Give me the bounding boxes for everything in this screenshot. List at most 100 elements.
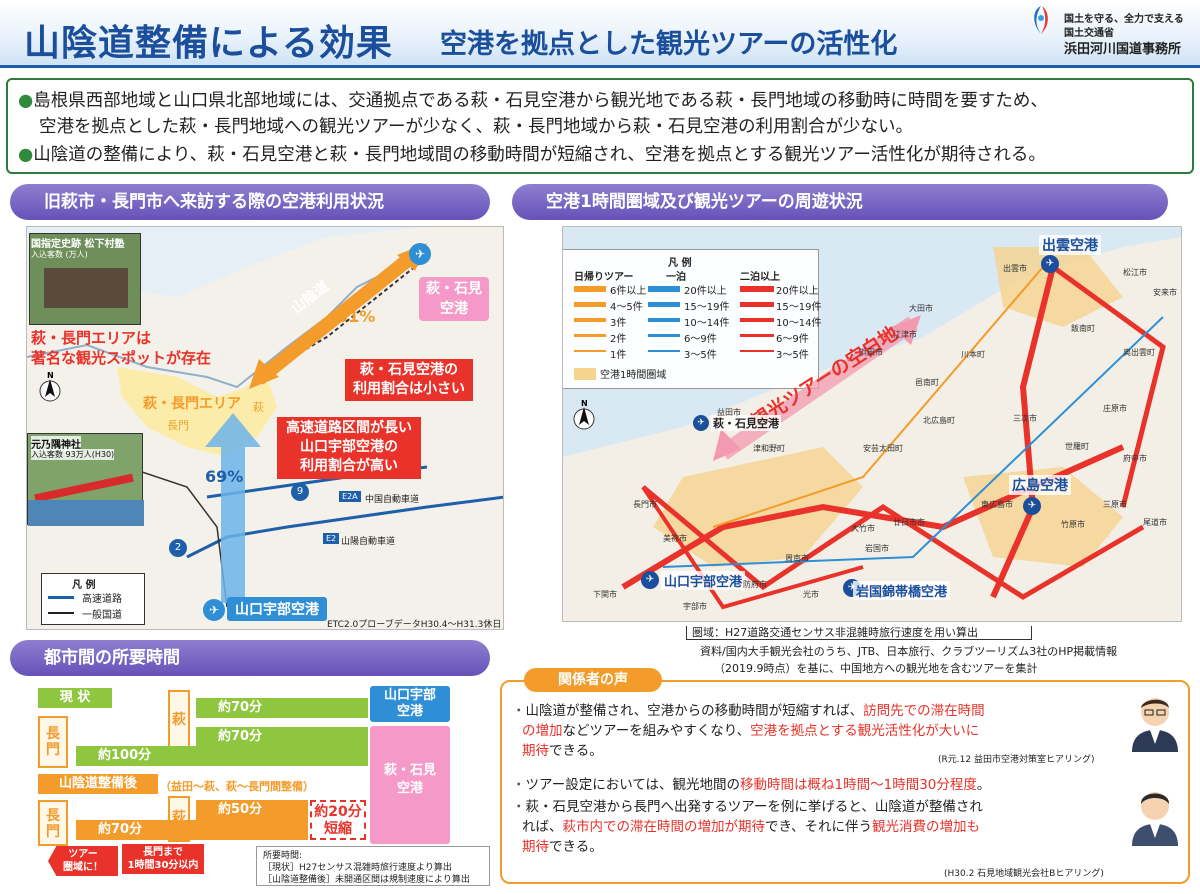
- voices-box: [500, 680, 1190, 884]
- town-label: 大田市: [909, 304, 933, 313]
- page-header: [0, 0, 1200, 68]
- north-arrow-icon: N: [39, 371, 61, 405]
- iwami-box-line1: 萩・石見: [383, 763, 436, 778]
- callout-iwami: 萩・石見空港の 利用割合は小さい: [345, 359, 473, 401]
- org-slogan: 国土を守る、全力で支える: [1064, 14, 1184, 25]
- v1-l2b: などツアーを組みやすくなり、: [562, 723, 751, 739]
- current-bar-70-b: 約70分: [196, 727, 368, 747]
- bullet-dot-icon: ●: [18, 91, 34, 111]
- legend-one-2: 15～19件: [684, 302, 730, 313]
- current-label: 現 状: [38, 688, 112, 708]
- v1-l2a: の増加: [522, 723, 563, 739]
- legend-col-day: 日帰りツアー: [574, 272, 634, 283]
- right-map-legend: 凡 例 日帰りツアー 一泊 二泊以上 6件以上 4～5件 3件 2件 1件 20…: [563, 249, 821, 389]
- current-nagato-text: 長門: [46, 726, 60, 758]
- pct-69: 69%: [205, 467, 244, 486]
- v3-l2a: れば、: [522, 819, 563, 835]
- voice1-source: (R元.12 益田市空港対策室ヒアリング): [938, 755, 1095, 765]
- page-title: 山陰道整備による効果: [24, 23, 393, 64]
- legend-day-swatch-3: [574, 318, 606, 322]
- town-label: 邑南町: [915, 378, 939, 387]
- legend-day-4: 2件: [610, 334, 627, 345]
- route-2-badge: 2: [169, 539, 187, 557]
- time-note-title: 所要時間:: [263, 851, 303, 861]
- callout-iwami-line1: 萩・石見空港の: [360, 362, 458, 378]
- building-shape: [44, 268, 128, 308]
- iwami-airport-line2: 空港: [440, 301, 468, 317]
- v3-l2c: でき、それに伴う: [765, 819, 873, 835]
- current-bar-100: 約100分: [76, 746, 368, 766]
- right-map-heading: 空港1時間圏域及び観光ツアーの周遊状況: [512, 184, 1168, 220]
- iwami-box-line2: 空港: [396, 781, 423, 796]
- legend-one-swatch-3: [648, 318, 680, 322]
- current-nagato-box: 長門: [38, 716, 68, 768]
- legend-one-4: 6～9件: [684, 334, 717, 345]
- town-label: 大竹市: [851, 524, 875, 533]
- v3-l3a: 期待: [522, 839, 549, 855]
- org-ministry: 国土交通省: [1064, 28, 1114, 39]
- legend-title: 凡 例: [72, 580, 96, 591]
- legend-zone-swatch: [574, 368, 596, 380]
- svg-text:N: N: [581, 399, 588, 408]
- voice3-line2: れば、萩市内での滞在時間の増加が期待でき、それに伴う観光消費の増加も: [522, 818, 980, 837]
- town-label: 美祢市: [663, 534, 687, 543]
- ube-box-line2: 空港: [396, 704, 423, 719]
- town-label: 松江市: [1123, 268, 1147, 277]
- iwami-airport-icon: ✈: [409, 243, 431, 265]
- town-label: 長門市: [633, 500, 657, 509]
- town-label: 飯南町: [1071, 324, 1095, 333]
- callout-ube-line3: 利用割合が高い: [300, 458, 398, 474]
- right-source-1: 圏域：H27道路交通センサス非混雑時旅行速度を用い算出: [692, 626, 979, 639]
- photo2-label: 元乃隅神社: [31, 436, 81, 451]
- page-subtitle: 空港を拠点とした観光ツアーの活性化: [440, 29, 898, 60]
- voice2-line1: ・ツアー設定においては、観光地間の移動時間は概ね1時間～1時間30分程度。: [512, 776, 990, 795]
- legend-day-swatch-2: [574, 302, 606, 307]
- town-label: 廿日市市: [893, 518, 925, 527]
- left-map-legend: 凡 例 高速道路 一般国道: [41, 573, 145, 625]
- callout-ube: 高速道路区間が長い 山口宇部空港の 利用割合が高い: [277, 417, 421, 479]
- legend-two-swatch-4: [740, 334, 774, 337]
- v1-l1b: 訪問先での滞在時間: [863, 703, 985, 719]
- current-hagi-text: 萩: [172, 712, 186, 728]
- reduction-line2: 短縮: [324, 821, 352, 837]
- izumo-airport-label: 出雲空港: [1039, 235, 1101, 255]
- legend-day-swatch-1: [574, 286, 606, 292]
- summary-text-1: 島根県西部地域と山口県北部地域には、交通拠点である萩・石見空港から観光地である萩…: [33, 91, 1048, 111]
- town-label: 宇部市: [683, 602, 707, 611]
- iwami-airport-right-icon: ✈: [693, 415, 709, 431]
- ube-airport-right-label: 山口宇部空港: [661, 571, 746, 590]
- town-label: 世羅町: [1065, 442, 1089, 451]
- sea-shape: [28, 500, 144, 526]
- town-label: 安芸太田町: [863, 444, 903, 453]
- area-callout-line1: 萩・長門エリアは: [31, 329, 152, 347]
- legend-zone: 空港1時間圏域: [600, 370, 667, 381]
- legend-day-swatch-4: [574, 334, 606, 337]
- town-label: 益田市: [717, 408, 741, 417]
- callout-iwami-line2: 利用割合は小さい: [353, 381, 465, 397]
- town-label: 周南市: [785, 554, 809, 563]
- legend-road-swatch: [48, 612, 74, 614]
- time-note-2: ［山陰道整備後］未開通区間は規制速度により算出: [263, 875, 470, 885]
- legend-day-2: 4～5件: [610, 302, 643, 313]
- town-label: 三原市: [1103, 500, 1127, 509]
- bullet-icon: ・: [512, 799, 526, 815]
- town-label: 庄原市: [1103, 404, 1127, 413]
- voices-heading: 関係者の声: [524, 668, 662, 692]
- ube-airport-box: 山口宇部 空港: [370, 686, 450, 722]
- source-bracket: [686, 626, 1032, 640]
- town-label: 岩国市: [865, 544, 889, 553]
- left-map-source: ETC2.0プローブデータH30.4～H31.3休日: [327, 620, 502, 630]
- v3-l1: 萩・石見空港から長門へ出発するツアーを例に挙げると、山陰道が整備され: [525, 799, 983, 815]
- tour-zone-badge: ツアー 圏域に！: [48, 846, 118, 876]
- current-bar-70-a: 約70分: [196, 698, 368, 718]
- summary-text-2: 空港を拠点とした萩・長門地域への観光ツアーが少なく、萩・長門地域から萩・石見空港…: [39, 117, 913, 137]
- legend-one-swatch-5: [648, 350, 680, 352]
- iwami-airport-right-label: 萩・石見空港: [711, 415, 781, 431]
- legend-day-1: 6件以上: [610, 286, 647, 297]
- photo-motonosumi: [27, 433, 144, 526]
- iwami-airport-box: 萩・石見 空港: [419, 277, 489, 321]
- v2-l1c: 。: [976, 777, 991, 793]
- tour-badge-line1: ツアー: [68, 849, 98, 860]
- after-nagato-box: 長門: [38, 800, 68, 846]
- after-label: 山陰道整備後: [38, 774, 158, 794]
